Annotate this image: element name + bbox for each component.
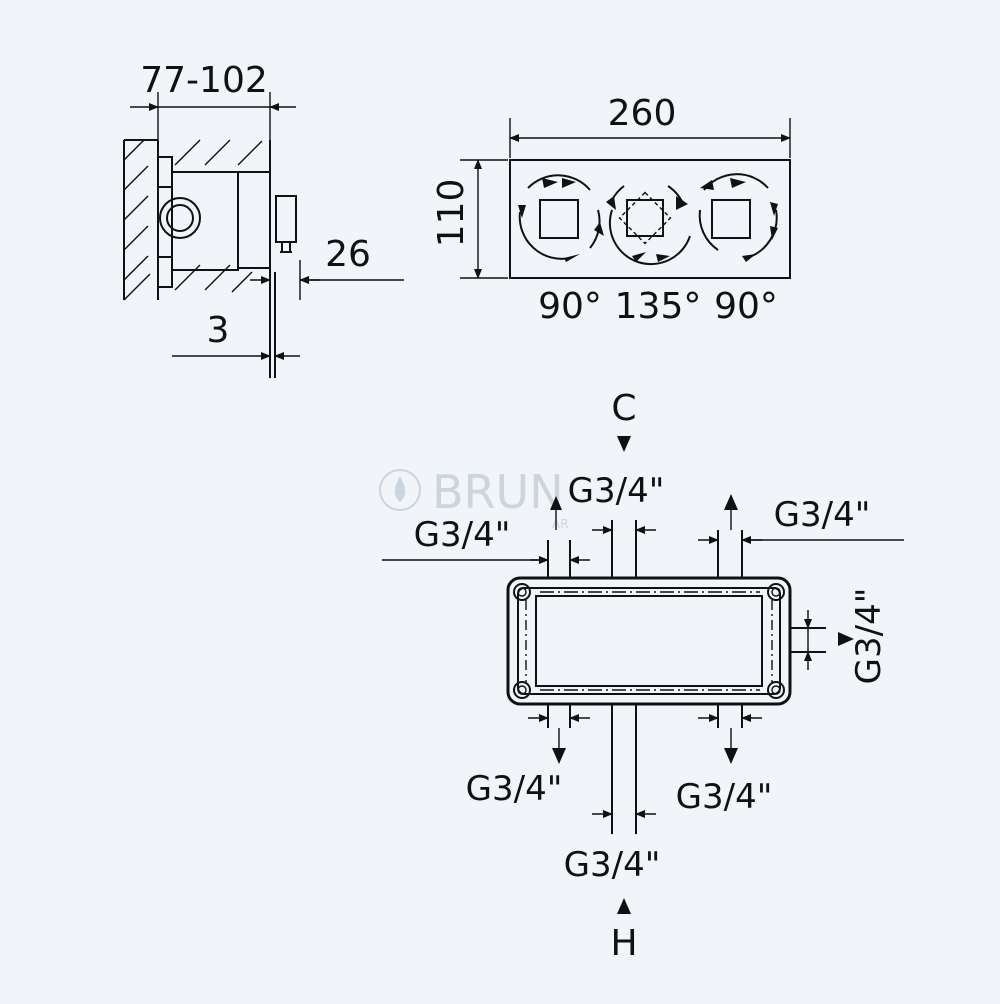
handle-right [698,173,778,262]
top-view: C [382,388,904,964]
watermark-brand: BRUN [432,465,564,519]
watermark-sub: AR [552,517,569,531]
port-top-left: G3/4" [382,496,590,564]
port-bottom-center: G3/4" [564,810,661,885]
handle-middle [606,185,691,266]
label-cold: C [611,388,636,429]
dim-height-label: 110 [431,179,472,248]
arrow-hot-in [617,898,631,914]
dim-gap: 3 [172,310,300,360]
side-view: 77-102 26 3 [123,60,404,378]
brand-watermark: BRUN AR [379,465,569,531]
port-label-bottom-left: G3/4" [466,769,563,809]
dim-depth: 77-102 [130,60,296,140]
dim-width-label: 260 [608,93,677,134]
port-top-center: G3/4" [568,471,665,534]
valve-housing [506,576,792,706]
rotation-left-label: 90° [538,286,602,327]
handle-left [518,174,604,262]
port-top-right: G3/4" [698,494,904,544]
port-bottom-left: G3/4" [466,714,590,809]
label-hot: H [610,923,637,964]
dim-plate-label: 26 [325,234,371,275]
arrow-cold-in [617,436,631,452]
dim-depth-label: 77-102 [140,60,268,101]
port-label-right: G3/4" [849,588,889,685]
front-view: 260 110 [431,93,791,327]
rotation-middle-label: 135° [615,286,702,327]
top-ports [547,520,743,578]
port-label-bottom-right: G3/4" [676,777,773,817]
port-label-bottom-center: G3/4" [564,845,661,885]
port-label-top-left: G3/4" [414,515,511,555]
front-plate [509,159,791,279]
dim-plate: 26 [250,234,404,300]
port-label-top-right: G3/4" [774,495,871,535]
dim-gap-label: 3 [207,310,230,351]
rotation-right-label: 90° [714,286,778,327]
port-right: G3/4" [804,588,889,685]
valve-body [157,140,297,300]
port-bottom-right: G3/4" [676,714,773,817]
port-label-top-center: G3/4" [568,471,665,511]
